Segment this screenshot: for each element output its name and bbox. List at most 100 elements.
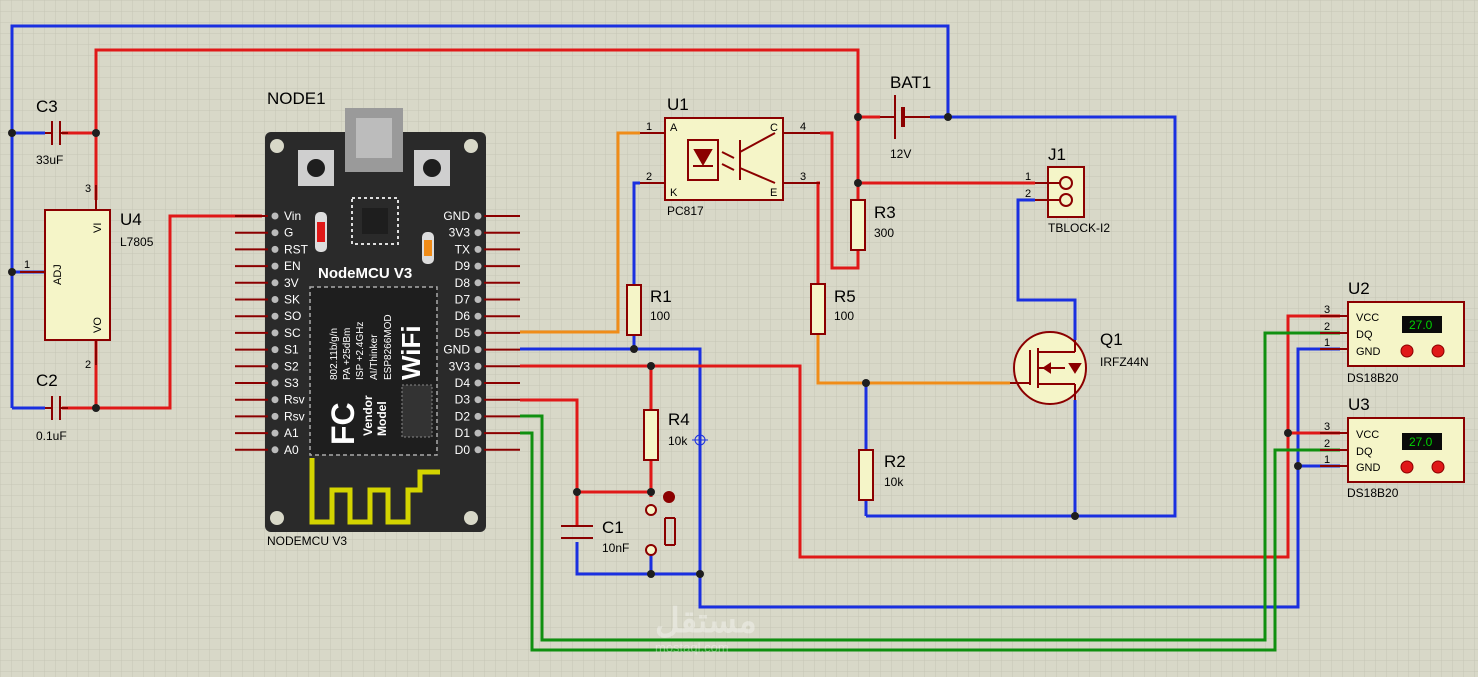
mcu-right-pin[interactable]: D5: [455, 326, 520, 340]
resistor-r4[interactable]: [643, 409, 659, 461]
sensor-u3[interactable]: VCC DQ GND 27.0 3 2 1: [1320, 417, 1465, 483]
capacitor-c3[interactable]: [45, 121, 68, 145]
j1-n1: 1: [1025, 171, 1031, 183]
mcu-right-pin[interactable]: D4: [455, 376, 520, 390]
terminal-block-j1[interactable]: 1 2: [1025, 166, 1085, 218]
mcu-left-pin[interactable]: A1: [235, 426, 299, 440]
sensor-u2[interactable]: VCC DQ GND 27.0 3 2 1: [1320, 301, 1465, 367]
mcu-right-pin-label: D6: [455, 309, 471, 323]
mcu-left-pin[interactable]: SC: [235, 326, 301, 340]
u3-up-icon[interactable]: [1431, 460, 1445, 474]
mosfet-q1[interactable]: [1010, 331, 1087, 405]
r1-value: 100: [650, 309, 670, 323]
u1-pin-a: A: [670, 122, 678, 134]
mcu-right-pin[interactable]: GND: [443, 209, 520, 223]
u2-ref: U2: [1348, 279, 1370, 298]
resistor-r3[interactable]: [850, 199, 866, 251]
u2-reading: 27.0: [1409, 318, 1433, 332]
c2-value: 0.1uF: [36, 429, 67, 443]
wire-d3: [520, 398, 651, 494]
mcu-left-pin[interactable]: S2: [235, 359, 299, 373]
mcu-left-pin[interactable]: S3: [235, 376, 299, 390]
mcu-left-pin[interactable]: Rsv: [235, 393, 305, 407]
u4-adj-label: ADJ: [52, 264, 64, 285]
mcu-right-pin-label: TX: [455, 242, 470, 256]
regulator-u4[interactable]: ADJ VI VO 1 2 3 U4 L7805: [20, 183, 154, 371]
mcu-right-pin[interactable]: TX: [455, 242, 520, 256]
model-label: Model: [375, 401, 389, 436]
u1-ref: U1: [667, 95, 689, 114]
wire-gnd-left: [10, 24, 950, 408]
u4-pin2: 2: [85, 359, 91, 371]
u3-dq: DQ: [1356, 446, 1373, 458]
fc-logo: FC: [325, 402, 361, 445]
wire-d1-dq: [520, 431, 1340, 652]
junctions: [8, 113, 1302, 578]
u4-vo-label: VO: [92, 317, 104, 333]
mcu-right-pin[interactable]: D0: [455, 443, 520, 457]
mcu-right-pin[interactable]: 3V3: [449, 359, 520, 373]
u4-pin1: 1: [24, 259, 30, 271]
mcu-left-pin[interactable]: EN: [235, 259, 301, 273]
mcu-left-pin[interactable]: G: [235, 226, 293, 240]
mcu-left-pin-label: S1: [284, 343, 299, 357]
r4-value: 10k: [668, 434, 688, 448]
u1-pin-c: C: [770, 122, 778, 134]
mcu-right-pin-label: GND: [443, 343, 470, 357]
nodemcu-board[interactable]: NodeMCU V3 FC Vendor Model 802.11b/g/n P…: [265, 108, 486, 532]
push-button[interactable]: [645, 491, 676, 556]
mcu-left-pin[interactable]: RST: [235, 242, 309, 256]
watermark-text: مستقل: [655, 602, 757, 640]
u4-value: L7805: [120, 235, 154, 249]
mcu-left-pin[interactable]: A0: [235, 443, 299, 457]
u1-n3: 3: [800, 171, 806, 183]
chip-label: ESP8266MOD: [383, 314, 394, 380]
mcu-right-pin[interactable]: D7: [455, 293, 520, 307]
optocoupler-u1[interactable]: A K C E 1 2 3 4: [640, 117, 820, 201]
mcu-left-pin[interactable]: Rsv: [235, 409, 305, 423]
mcu-right-pin-label: GND: [443, 209, 470, 223]
mcu-right-pin[interactable]: D8: [455, 276, 520, 290]
wire-c1-bot: [575, 542, 700, 576]
mcu-right-pin[interactable]: GND: [443, 343, 520, 357]
u3-vcc: VCC: [1356, 429, 1379, 441]
u2-n3: 3: [1324, 304, 1330, 316]
mcu-left-pin[interactable]: S1: [235, 343, 299, 357]
u1-n4: 4: [800, 121, 806, 133]
wire-r5-gate: [816, 334, 1010, 385]
wire-d5-a: [520, 131, 640, 334]
node1-title: NodeMCU V3: [318, 265, 412, 282]
resistor-r5[interactable]: [810, 283, 826, 335]
u2-down-icon[interactable]: [1400, 344, 1414, 358]
wire-gnd-bat: [930, 115, 1177, 518]
c1-value: 10nF: [602, 541, 629, 555]
mcu-right-pin[interactable]: D3: [455, 393, 520, 407]
mcu-right-pin[interactable]: 3V3: [449, 226, 520, 240]
antenna-trace: [309, 458, 440, 525]
resistor-r1[interactable]: [626, 284, 642, 336]
r1-ref: R1: [650, 287, 672, 306]
mcu-right-pin[interactable]: D9: [455, 259, 520, 273]
mcu-left-pin[interactable]: Vin: [235, 209, 301, 223]
mcu-left-pin[interactable]: SO: [235, 309, 301, 323]
mcu-left-pin-label: Vin: [284, 209, 301, 223]
resistor-r2[interactable]: [858, 449, 874, 501]
wire-k-r1: [632, 181, 640, 285]
mcu-left-pin[interactable]: 3V: [235, 276, 299, 290]
crosshair-icon: [692, 432, 708, 448]
mcu-right-pin-label: D3: [455, 393, 471, 407]
mcu-right-pin[interactable]: D1: [455, 426, 520, 440]
mcu-left-pin[interactable]: SK: [235, 293, 300, 307]
u3-down-icon[interactable]: [1400, 460, 1414, 474]
q1-ref: Q1: [1100, 330, 1123, 349]
c1-ref: C1: [602, 518, 624, 537]
capacitor-c1[interactable]: [561, 525, 593, 539]
mcu-right-pin[interactable]: D6: [455, 309, 520, 323]
r4-ref: R4: [668, 410, 690, 429]
capacitor-c2[interactable]: [45, 396, 68, 420]
mcu-right-pin[interactable]: D2: [455, 409, 520, 423]
battery-bat1[interactable]: [880, 95, 930, 139]
mcu-right-pin-label: 3V3: [449, 226, 471, 240]
watermark: مستقل mostaql.com: [655, 602, 757, 655]
u2-up-icon[interactable]: [1431, 344, 1445, 358]
